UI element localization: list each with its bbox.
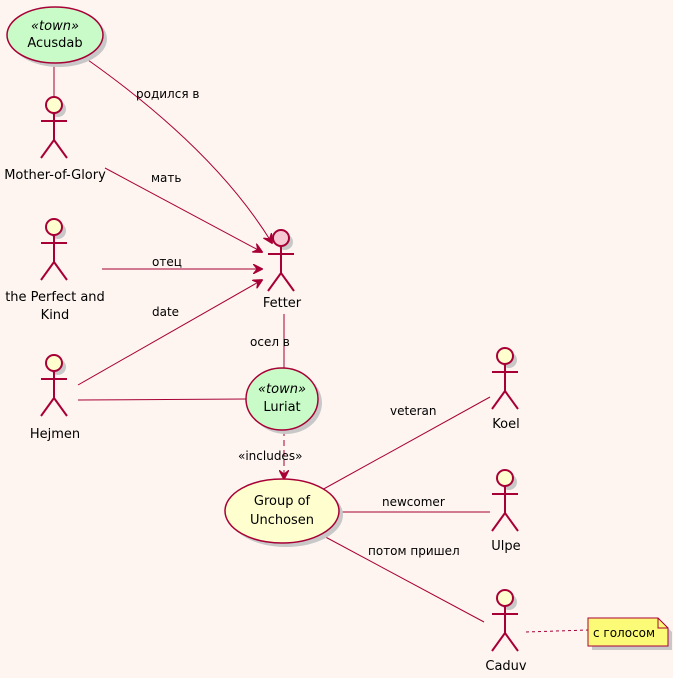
label-came-later: потом пришел	[368, 544, 460, 558]
actor-mother-of-glory: Mother-of-Glory	[4, 96, 106, 183]
actor-perfect-and-kind: the Perfect and Kind	[5, 218, 105, 323]
actor-icon	[40, 354, 68, 417]
edge-group-koel	[319, 396, 491, 492]
acusdab-name: Acusdab	[27, 36, 82, 51]
actor-ulpe: Ulpe	[491, 469, 521, 554]
edge-mother-fetter	[104, 167, 262, 252]
hejmen-name: Hejmen	[30, 427, 80, 442]
edge-hejmen-fetter	[77, 280, 262, 386]
caduv-name: Caduv	[485, 659, 527, 674]
edge-hejmen-luriat	[77, 398, 247, 401]
group-line2: Unchosen	[250, 513, 314, 528]
group-line1: Group of	[254, 494, 311, 509]
mother-name: Mother-of-Glory	[4, 168, 106, 183]
luriat-stereotype: «town»	[258, 382, 306, 397]
usecase-acusdab: «town» Acusdab	[6, 6, 107, 67]
note: с голосом	[587, 617, 672, 650]
perfect-line1: the Perfect and	[5, 290, 105, 305]
usecase-luriat: «town» Luriat	[245, 367, 322, 434]
fetter-name: Fetter	[263, 296, 302, 311]
luriat-name: Luriat	[263, 400, 300, 415]
actor-caduv: Caduv	[485, 589, 527, 674]
actor-icon	[267, 229, 295, 292]
label-includes: «includes»	[238, 449, 302, 463]
label-newcomer: newcomer	[382, 495, 445, 509]
actor-icon	[40, 218, 68, 281]
ulpe-name: Ulpe	[491, 539, 520, 554]
label-veteran: veteran	[390, 404, 436, 418]
acusdab-stereotype: «town»	[31, 19, 79, 34]
usecase-group-of-unchosen: Group of Unchosen	[224, 478, 343, 547]
actor-koel: Koel	[491, 347, 520, 432]
actor-icon	[491, 469, 519, 532]
edge-labels: родился в мать отец date осел в «include…	[136, 87, 460, 558]
edges	[53, 59, 589, 633]
note-text: с голосом	[593, 626, 655, 640]
label-date: date	[152, 305, 179, 319]
koel-name: Koel	[492, 417, 519, 432]
label-mother: мать	[151, 171, 181, 185]
perfect-line2: Kind	[41, 308, 70, 323]
edge-group-caduv	[317, 532, 485, 623]
label-born-in: родился в	[136, 87, 199, 101]
label-father: отец	[152, 255, 182, 269]
edge-caduv-note	[525, 629, 589, 633]
actor-icon	[40, 96, 68, 159]
actor-icon	[491, 347, 519, 410]
actor-fetter: Fetter	[263, 229, 302, 311]
edge-acusdab-fetter	[87, 59, 272, 243]
label-settled: осел в	[250, 335, 290, 349]
actor-icon	[491, 589, 519, 652]
actor-hejmen: Hejmen	[30, 354, 80, 442]
